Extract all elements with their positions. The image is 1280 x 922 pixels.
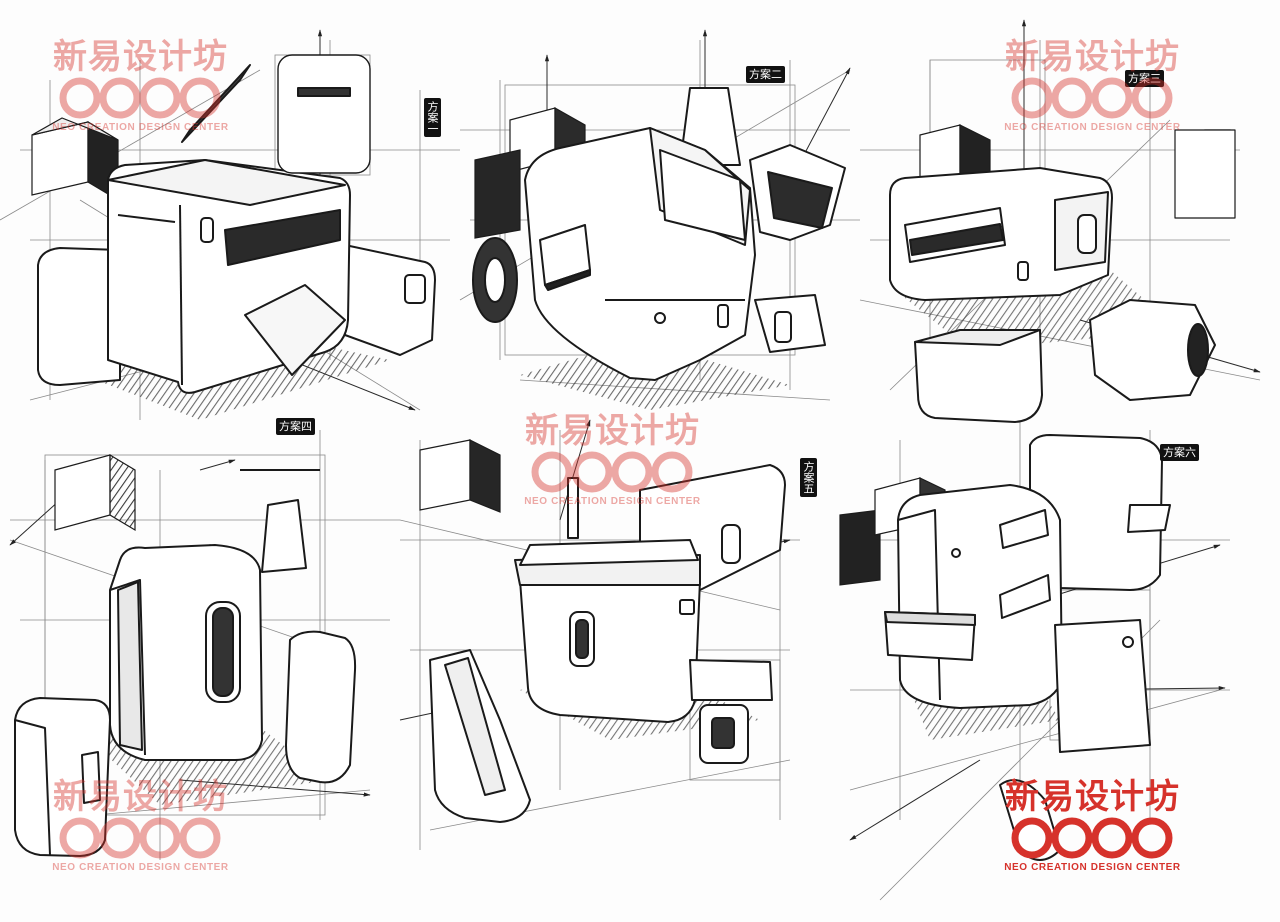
watermark-bottom-right: 新易设计坊 NEO CREATION DESIGN CENTER [1000, 778, 1185, 873]
product-sketch-1 [37, 54, 436, 394]
ncdc-logo [59, 77, 221, 119]
product-sketch-2 [472, 87, 846, 381]
product-sketch-4 [14, 469, 357, 857]
product-sketch-6 [884, 434, 1171, 861]
watermark-bottom-left: 新易设计坊 NEO CREATION DESIGN CENTER [48, 778, 233, 873]
watermark-brand-cn: 新易设计坊 [1005, 37, 1180, 77]
sketch-label-2: 方案二 [746, 66, 785, 83]
sketch-label-4: 方案四 [276, 418, 315, 435]
watermark-brand-cn: 新易设计坊 [53, 777, 228, 817]
sketch-label-5: 方案五 [800, 458, 817, 497]
watermark-brand-cn: 新易设计坊 [1005, 777, 1180, 817]
ncdc-logo [59, 817, 221, 859]
product-sketch-3 [889, 129, 1236, 423]
watermark-brand-en: NEO CREATION DESIGN CENTER [1004, 122, 1181, 133]
watermark-center: 新易设计坊 NEO CREATION DESIGN CENTER [520, 412, 705, 507]
watermark-brand-en: NEO CREATION DESIGN CENTER [52, 862, 229, 873]
watermark-brand-cn: 新易设计坊 [525, 411, 700, 451]
watermark-brand-en: NEO CREATION DESIGN CENTER [524, 496, 701, 507]
sketch-label-3: 方案三 [1125, 70, 1164, 87]
product-sketch-5 [429, 464, 786, 823]
watermark-top-right: 新易设计坊 NEO CREATION DESIGN CENTER [1000, 38, 1185, 133]
ncdc-logo [1011, 77, 1173, 119]
ncdc-logo [531, 451, 693, 493]
watermark-brand-en: NEO CREATION DESIGN CENTER [52, 122, 229, 133]
watermark-top-left: 新易设计坊 NEO CREATION DESIGN CENTER [48, 38, 233, 133]
watermark-brand-en: NEO CREATION DESIGN CENTER [1004, 862, 1181, 873]
ncdc-logo [1011, 817, 1173, 859]
watermark-brand-cn: 新易设计坊 [53, 37, 228, 77]
sketch-label-6: 方案六 [1160, 444, 1199, 461]
sketch-label-1: 方案一 [424, 98, 441, 137]
